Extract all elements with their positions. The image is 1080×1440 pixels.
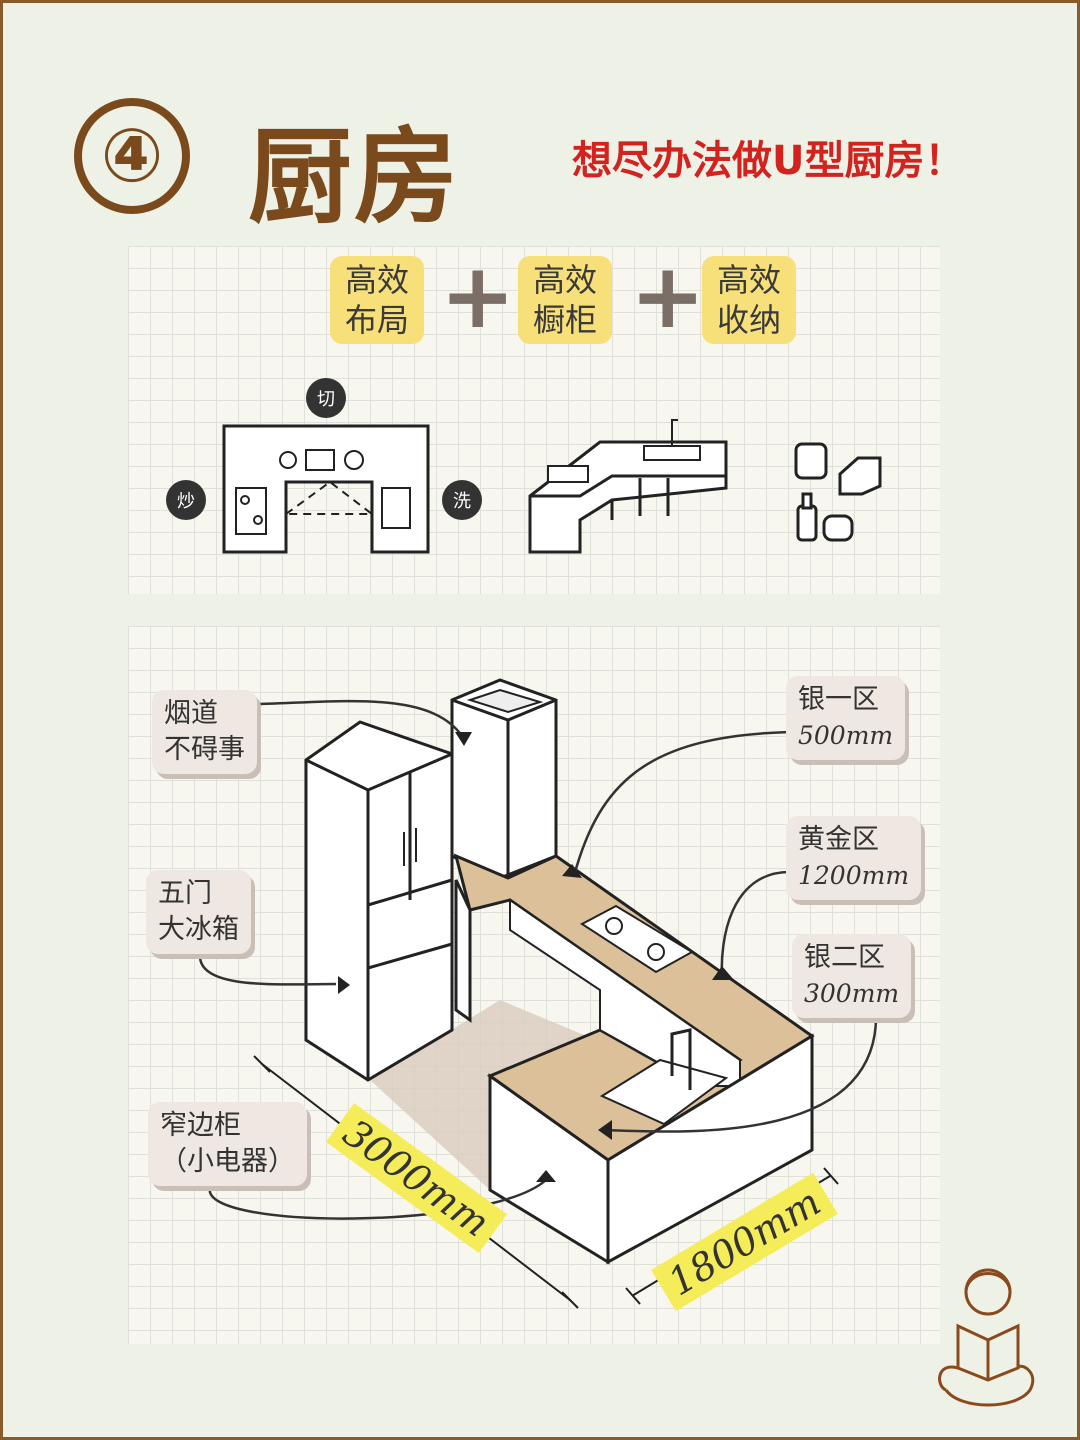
callout-silver-zone-1: 银一区 500mm	[786, 676, 906, 760]
u-counter	[453, 853, 815, 1265]
tag-efficient-layout: 高效 布局	[330, 256, 424, 344]
callout-narrow-cabinet: 窄边柜 （小电器）	[148, 1102, 307, 1186]
leader-arrows	[338, 732, 734, 1182]
page-title: 厨房	[248, 116, 461, 238]
callout-fridge: 五门 大冰箱	[146, 870, 251, 954]
callout-flue: 烟道 不碍事	[152, 690, 257, 774]
flue-column	[450, 678, 558, 880]
cut-badge: 切	[306, 378, 346, 418]
stir-fry-badge: 炒	[166, 480, 206, 520]
reader-icon	[938, 1268, 1035, 1407]
page-subtitle: 想尽办法做U型厨房！	[572, 138, 965, 184]
callout-gold-zone: 黄金区 1200mm	[786, 816, 922, 900]
storage-containers	[794, 442, 882, 542]
fridge	[304, 720, 454, 1082]
u-layout-plan	[222, 424, 430, 554]
wash-badge: 洗	[442, 480, 482, 520]
callout-silver-zone-2: 银二区 300mm	[792, 934, 912, 1018]
plus-icon: +	[440, 244, 516, 349]
cabinet-sketch	[528, 419, 728, 554]
tag-efficient-storage: 高效 收纳	[702, 256, 796, 344]
section-number: ④	[74, 98, 190, 214]
plus-icon: +	[630, 244, 706, 349]
tag-efficient-cabinet: 高效 橱柜	[518, 256, 612, 344]
leader-lines	[198, 699, 878, 1220]
